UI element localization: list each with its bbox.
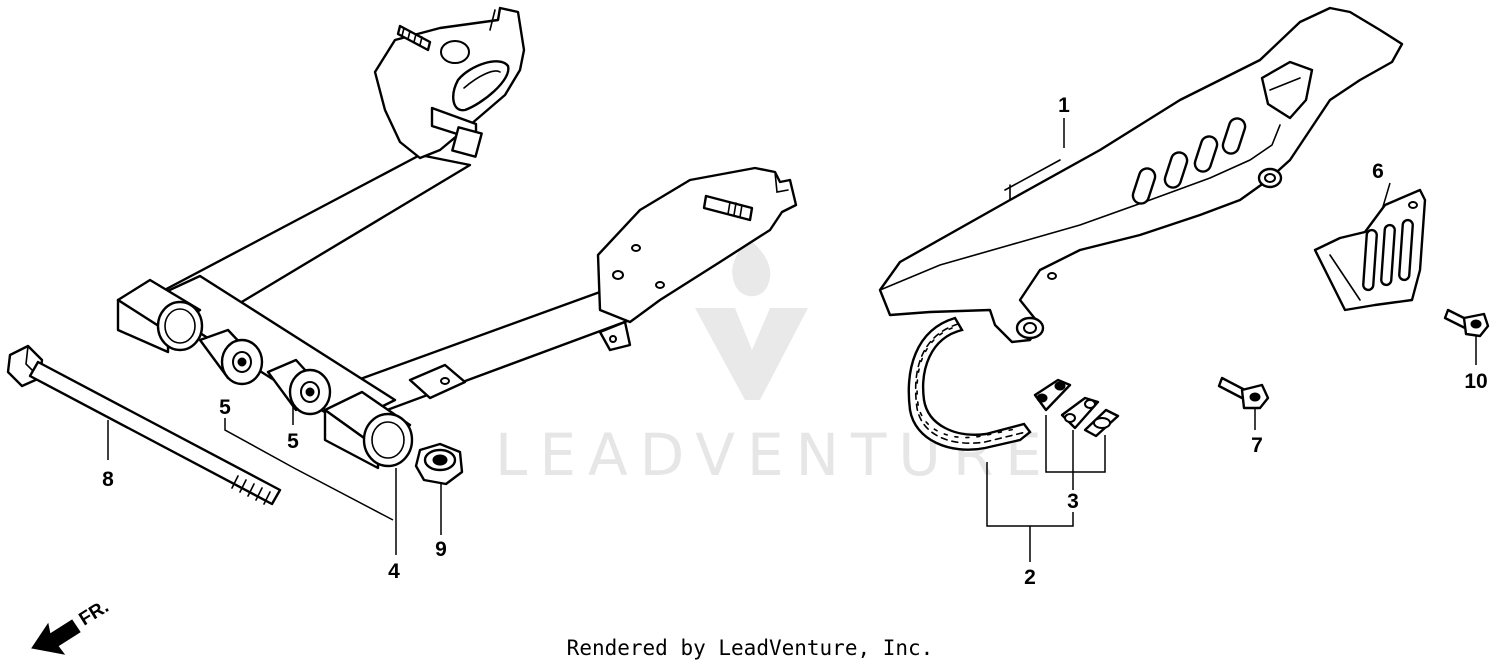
pivot-bushing-left — [198, 328, 264, 386]
callout-5-left: 5 — [219, 396, 231, 419]
bolt-10 — [1443, 308, 1490, 338]
pivot-nut — [414, 442, 464, 486]
rendered-by-credit: Rendered by LeadVenture, Inc. — [566, 636, 934, 660]
sprocket-cover — [1313, 188, 1427, 312]
front-direction-label: FR. — [76, 596, 113, 630]
swingarm — [116, 6, 798, 470]
watermark: LEADVENTURE — [495, 238, 1054, 489]
pivot-bolt — [6, 344, 282, 506]
callout-1: 1 — [1058, 94, 1070, 117]
pivot-bushing-right — [266, 358, 332, 416]
callout-8: 8 — [102, 468, 114, 491]
watermark-text: LEADVENTURE — [495, 421, 1054, 489]
callout-3: 3 — [1067, 490, 1079, 513]
callout-4: 4 — [388, 560, 400, 583]
front-arrow-icon — [31, 619, 81, 655]
master-link — [1033, 378, 1120, 438]
callout-2: 2 — [1024, 566, 1036, 589]
leader-lines — [107, 118, 1477, 562]
callout-10: 10 — [1464, 370, 1487, 393]
bolt-7 — [1217, 376, 1270, 410]
drive-chain — [907, 316, 1032, 451]
callout-9: 9 — [435, 538, 447, 561]
callout-labels: 1 2 3 4 5 5 6 7 8 9 10 — [102, 94, 1488, 589]
callout-6: 6 — [1372, 160, 1384, 183]
callout-7: 7 — [1251, 434, 1263, 457]
callout-5-right: 5 — [287, 430, 299, 453]
chain-case — [878, 6, 1404, 344]
